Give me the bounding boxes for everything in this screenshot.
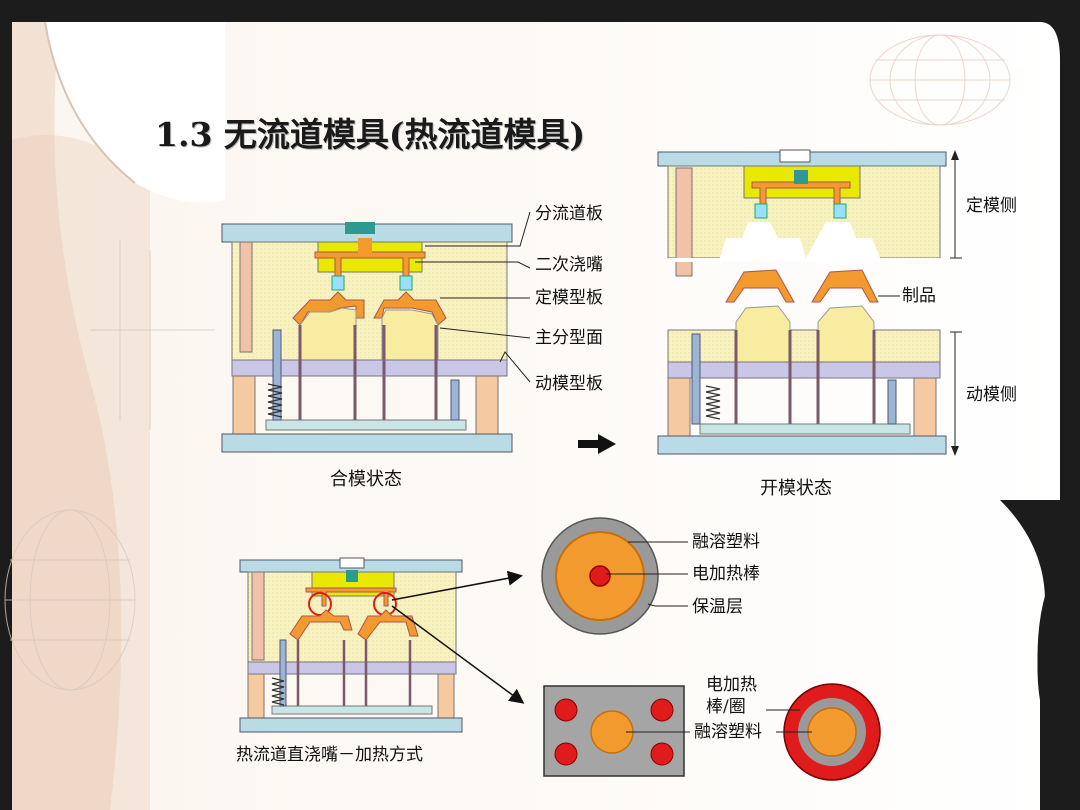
hot-runner-diagram	[239, 557, 525, 733]
transition-arrow	[578, 434, 616, 454]
xs1-plastic-label: 融溶塑料	[692, 532, 760, 552]
product-label: 制品	[902, 286, 936, 306]
xs1-heater-label: 电加热棒	[692, 564, 760, 584]
xs1-insulation-label: 保温层	[692, 597, 743, 617]
slide-title: 1.3 无流道模具(热流道模具)	[155, 115, 586, 154]
cross-section-heater-ring	[543, 683, 881, 781]
cross-section-heater-rod	[541, 517, 688, 635]
xs2-plastic-label: 融溶塑料	[694, 722, 762, 742]
open-mold-caption: 开模状态	[760, 478, 832, 499]
callout-secondary-nozzle: 二次浇嘴	[535, 255, 603, 275]
callout-moving-plate: 动模型板	[535, 374, 603, 394]
xs2-heater-label: 电加热 棒/圈	[706, 675, 757, 717]
moving-side-label: 动模侧	[966, 385, 1017, 405]
callout-parting-line: 主分型面	[535, 328, 603, 348]
callout-manifold: 分流道板	[535, 204, 603, 224]
closed-mold-diagram	[221, 222, 513, 453]
open-mold-diagram	[657, 149, 962, 456]
callout-fixed-plate: 定模型板	[535, 288, 603, 308]
closed-mold-callout-lines	[415, 211, 531, 383]
closed-mold-caption: 合模状态	[330, 469, 402, 490]
fixed-side-label: 定模侧	[966, 196, 1017, 216]
hot-runner-caption: 热流道直浇嘴－加热方式	[236, 745, 423, 765]
